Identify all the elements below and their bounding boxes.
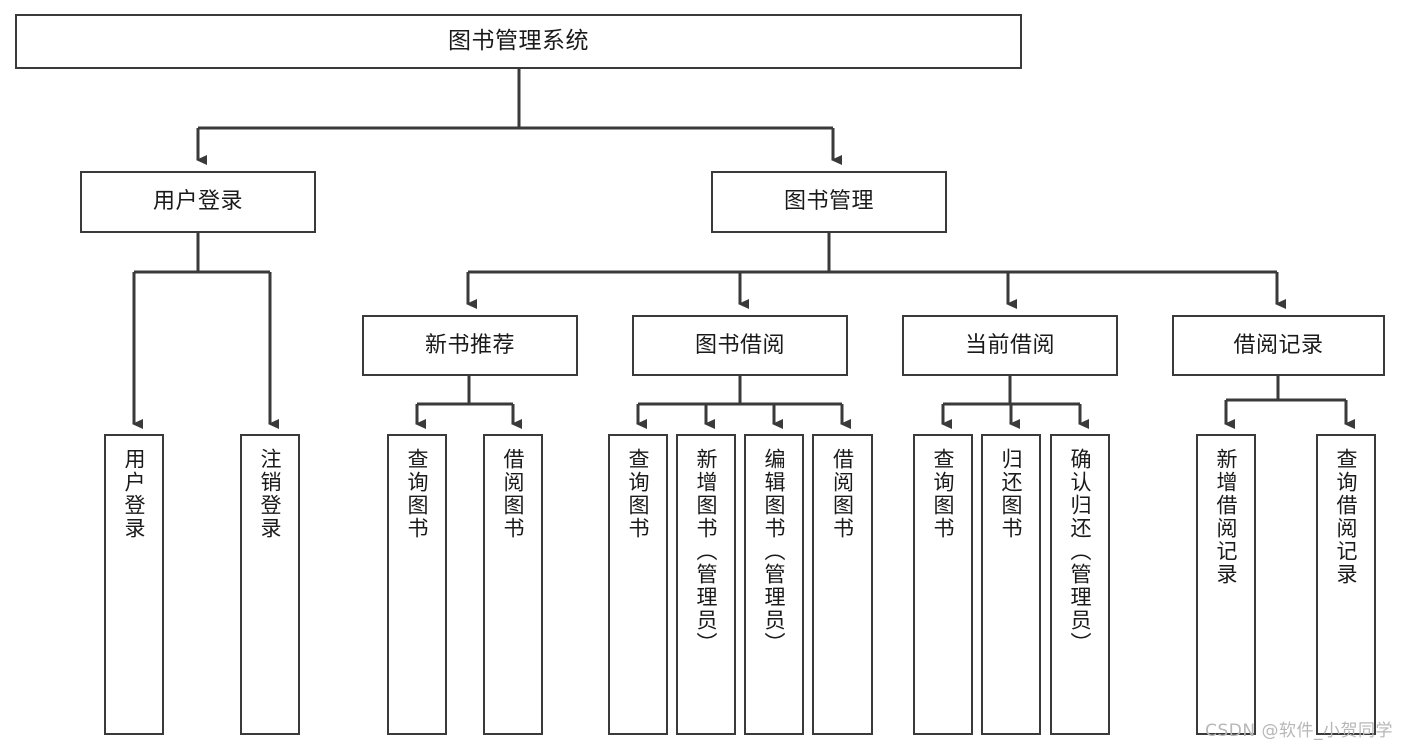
node-label: 图书管理 bbox=[783, 189, 874, 215]
node-label: 用户登录 bbox=[122, 448, 147, 540]
node-label: 借阅图书 bbox=[830, 448, 855, 540]
node-book-management[interactable]: 图书管理 bbox=[711, 171, 947, 233]
node-new-book-recommendation[interactable]: 新书推荐 bbox=[362, 315, 578, 376]
node-label: 归还图书 bbox=[999, 448, 1024, 540]
node-leaf-user-login[interactable]: 用户登录 bbox=[104, 434, 164, 735]
node-label: 新增图书（管理员） bbox=[694, 448, 719, 655]
node-label: 借阅图书 bbox=[501, 448, 526, 540]
node-leaf-return-book[interactable]: 归还图书 bbox=[981, 434, 1041, 735]
node-label: 图书借阅 bbox=[694, 332, 785, 358]
node-label: 图书管理系统 bbox=[448, 27, 589, 54]
node-current-borrow[interactable]: 当前借阅 bbox=[902, 315, 1118, 376]
node-label: 查询借阅记录 bbox=[1334, 448, 1359, 586]
node-label: 编辑图书（管理员） bbox=[762, 448, 787, 655]
csdn-watermark: CSDN @软件_小贺同学 bbox=[1205, 721, 1393, 741]
node-user-login[interactable]: 用户登录 bbox=[80, 171, 316, 233]
node-leaf-logout[interactable]: 注销登录 bbox=[240, 434, 300, 735]
node-leaf-query-borrow-record[interactable]: 查询借阅记录 bbox=[1316, 434, 1376, 735]
node-leaf-edit-book-admin[interactable]: 编辑图书（管理员） bbox=[744, 434, 804, 735]
node-label: 查询图书 bbox=[931, 448, 956, 540]
node-root-book-management-system[interactable]: 图书管理系统 bbox=[15, 14, 1022, 69]
node-leaf-borrow-book[interactable]: 借阅图书 bbox=[812, 434, 873, 735]
node-leaf-borrow-book-recommendation[interactable]: 借阅图书 bbox=[483, 434, 543, 735]
node-label: 注销登录 bbox=[258, 448, 283, 540]
node-leaf-confirm-return-admin[interactable]: 确认归还（管理员） bbox=[1050, 434, 1110, 735]
node-label: 当前借阅 bbox=[964, 332, 1055, 358]
node-borrow-record[interactable]: 借阅记录 bbox=[1172, 315, 1385, 376]
node-label: 新书推荐 bbox=[424, 332, 515, 358]
node-leaf-query-book-borrow[interactable]: 查询图书 bbox=[608, 434, 668, 735]
node-leaf-query-book-recommendation[interactable]: 查询图书 bbox=[387, 434, 447, 735]
node-label: 新增借阅记录 bbox=[1214, 448, 1239, 586]
node-label: 借阅记录 bbox=[1233, 332, 1324, 358]
node-leaf-query-book-current[interactable]: 查询图书 bbox=[913, 434, 973, 735]
node-label: 用户登录 bbox=[152, 189, 243, 215]
node-label: 查询图书 bbox=[405, 448, 430, 540]
node-book-borrow[interactable]: 图书借阅 bbox=[632, 315, 848, 376]
node-leaf-add-book-admin[interactable]: 新增图书（管理员） bbox=[676, 434, 736, 735]
node-label: 查询图书 bbox=[626, 448, 651, 540]
node-leaf-add-borrow-record[interactable]: 新增借阅记录 bbox=[1196, 434, 1256, 735]
node-label: 确认归还（管理员） bbox=[1068, 448, 1093, 655]
